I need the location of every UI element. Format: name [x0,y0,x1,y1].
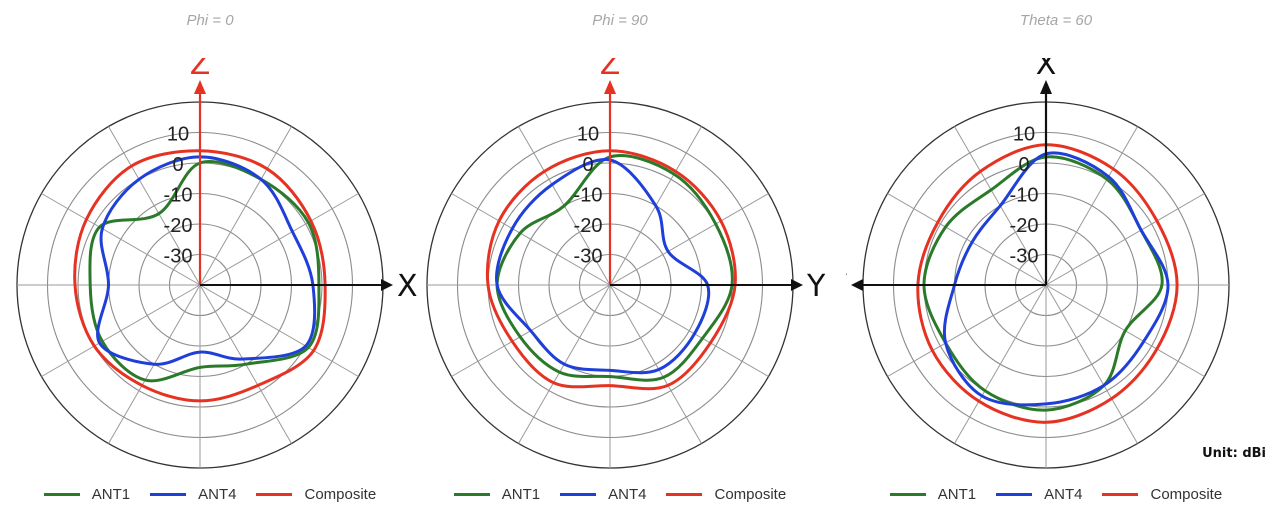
legend-label: ANT4 [608,486,647,503]
legend-label: ANT4 [1044,486,1083,503]
series-line-ant4 [495,158,711,375]
series-line-ant1 [88,160,321,383]
grid-spoke [41,193,201,286]
legend-swatch-ant1 [453,493,490,496]
legend: ANT1 ANT4 Composite [846,486,1266,503]
grid-spoke [199,284,359,377]
legend-item-ant4: ANT4 [150,486,236,503]
radial-tick-label: -20 [574,215,603,237]
grid-spoke [1045,193,1205,286]
polar-plot: Z Y 10 0 -10 -20 -30 [426,58,826,469]
axis-label-left: Y [846,269,848,304]
radial-tick-label: -30 [164,246,193,268]
grid-spoke [41,284,201,377]
radial-tick-label: -30 [1010,246,1039,268]
radial-tick-label: 10 [1013,124,1035,146]
polar-plot: Z X 10 0 -10 -20 -30 [16,58,418,469]
series-line-composite [485,149,737,391]
grid-spoke [451,193,611,286]
axis-label-right: X [397,269,418,304]
grid-spoke [887,193,1047,286]
legend-swatch-ant4 [150,493,187,496]
legend-label: Composite [1150,486,1223,503]
radial-tick-label: -30 [574,246,603,268]
radial-tick-label: -10 [574,185,603,207]
chart-title: Phi = 0 [186,12,234,29]
legend-label: ANT1 [91,486,131,503]
chart-title: Phi = 90 [592,12,648,29]
grid-spoke [1045,126,1138,286]
axis-right-arrowhead [791,279,803,291]
legend-swatch-composite [666,493,703,496]
legend-swatch-ant4 [560,493,597,496]
legend-label: Composite [714,486,787,503]
radial-tick-label: 10 [577,124,599,146]
legend-item-ant1: ANT1 [889,486,977,503]
grid-spoke [108,126,201,286]
axis-right-arrowhead [381,279,393,291]
axis-label-up: X [1036,58,1057,82]
legend-item-composite: Composite [1102,486,1222,503]
series-line-ant4 [942,151,1170,407]
legend-swatch-ant1 [889,493,926,496]
chart-panel-1: Phi = 0 Z X 10 0 -10 -20 -30 ANT1 ANT4 Composi… [0,0,420,513]
radial-tick-label: 0 [172,154,183,176]
legend-swatch-composite [1102,493,1139,496]
legend-label: ANT1 [937,486,977,503]
series-line-ant4 [96,155,317,366]
grid-spoke [609,284,702,444]
grid-spoke [954,284,1047,444]
grid-spoke [199,126,292,286]
axis-up-arrowhead [194,80,206,94]
axis-up-arrowhead [604,80,616,94]
chart-panel-3: Theta = 60 X Y 10 0 -10 -20 -30 ANT1 ANT4 Comp… [846,0,1266,513]
legend-item-composite: Composite [666,486,786,503]
legend-swatch-composite [256,493,293,496]
grid-spoke [609,193,769,286]
chart-panel-2: Phi = 90 Z Y 10 0 -10 -20 -30 ANT1 ANT4 Compos… [410,0,830,513]
legend: ANT1 ANT4 Composite [0,486,420,503]
grid-spoke [1045,284,1138,444]
axis-left-arrowhead [851,279,863,291]
legend-item-ant4: ANT4 [560,486,646,503]
legend: ANT1 ANT4 Composite [410,486,830,503]
series-line-ant1 [495,154,734,382]
grid-spoke [609,284,769,377]
series-line-composite [73,149,327,403]
legend-swatch-ant4 [996,493,1033,496]
legend-swatch-ant1 [43,493,80,496]
radial-tick-label: 10 [167,124,189,146]
radial-tick-label: 0 [1018,154,1029,176]
unit-label: Unit: dBi [1202,446,1266,461]
axis-label-up: Z [600,58,621,82]
legend-item-composite: Composite [256,486,376,503]
legend-item-ant1: ANT1 [43,486,131,503]
radial-tick-label: -20 [164,215,193,237]
grid-spoke [887,284,1047,377]
radial-tick-label: -10 [164,185,193,207]
polar-plot: X Y 10 0 -10 -20 -30 [846,58,1230,469]
radial-tick-label: -10 [1010,185,1039,207]
radial-tick-label: -20 [1010,215,1039,237]
axis-label-right: Y [806,269,826,304]
radial-tick-label: 0 [582,154,593,176]
series-line-composite [916,143,1179,424]
legend-item-ant1: ANT1 [453,486,541,503]
chart-title: Theta = 60 [1019,12,1093,29]
legend-label: Composite [304,486,377,503]
grid-spoke [199,193,359,286]
legend-label: ANT1 [501,486,541,503]
axis-up-arrowhead [1040,80,1052,94]
legend-item-ant4: ANT4 [996,486,1082,503]
axis-label-up: Z [190,58,211,82]
legend-label: ANT4 [198,486,237,503]
